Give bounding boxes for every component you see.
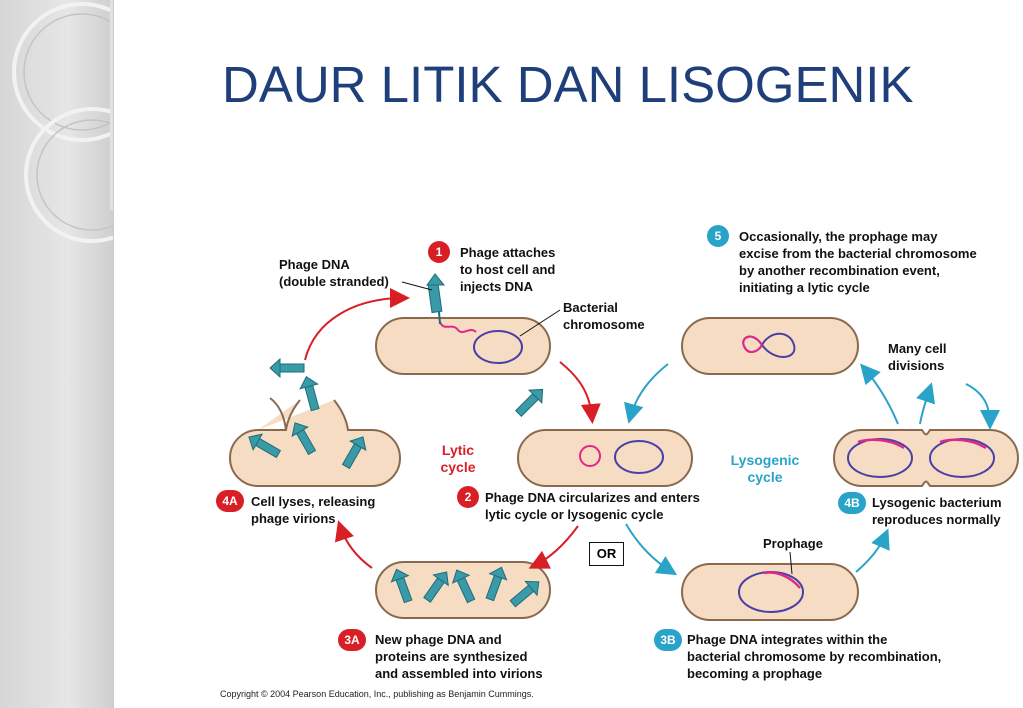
arrow-2-to-3b bbox=[625, 523, 678, 576]
label-lytic-cycle: Lytic cycle bbox=[440, 442, 476, 475]
arrow-4b-to-5 bbox=[860, 363, 899, 425]
arrow-5-to-2 bbox=[624, 363, 669, 424]
cell-step3b bbox=[681, 551, 859, 621]
cell-step4b bbox=[833, 429, 1019, 487]
step-2-text: Phage DNA circularizes and enters lytic … bbox=[485, 490, 700, 522]
copyright-text: Copyright © 2004 Pearson Education, Inc.… bbox=[220, 689, 534, 699]
arrow-divisions-b bbox=[965, 383, 1000, 430]
arrow-3a-to-4a bbox=[334, 520, 373, 569]
label-lysogenic-cycle: Lysogenic cycle bbox=[730, 452, 800, 485]
step-5-badge: 5 bbox=[707, 225, 729, 247]
step-4a-badge: 4A bbox=[216, 490, 244, 512]
arrow-1-to-2 bbox=[559, 361, 601, 424]
arrow-divisions-a bbox=[916, 382, 936, 425]
cell-step3a bbox=[375, 561, 551, 619]
step-3b-badge: 3B bbox=[654, 629, 682, 651]
arrow-2-to-3a bbox=[528, 525, 579, 569]
cell-step5 bbox=[681, 317, 859, 375]
step-5-text: Occasionally, the prophage may excise fr… bbox=[739, 229, 977, 295]
step-3a-badge: 3A bbox=[338, 629, 366, 651]
step-4b-badge: 4B bbox=[838, 492, 866, 514]
step-3b-text: Phage DNA integrates within the bacteria… bbox=[687, 632, 942, 681]
sidebar-highlight bbox=[110, 0, 113, 210]
arrow-4a-to-1 bbox=[304, 288, 410, 361]
cell-step1 bbox=[375, 273, 561, 375]
step-4b-text: Lysogenic bacterium reproduces normally bbox=[872, 495, 1002, 527]
page-title: DAUR LITIK DAN LISOGENIK bbox=[222, 56, 914, 113]
step-1-text: Phage attaches to host cell and injects … bbox=[460, 245, 556, 294]
slide-sidebar bbox=[0, 0, 114, 708]
label-phage-dna: Phage DNA (double stranded) bbox=[279, 257, 389, 289]
label-bacterial-chromosome: Bacterial chromosome bbox=[563, 300, 645, 332]
cell-step2 bbox=[517, 429, 693, 487]
arrow-3b-to-4b bbox=[855, 528, 890, 573]
cell-step4a bbox=[229, 358, 401, 487]
decorative-rings bbox=[12, 2, 113, 243]
step-2-badge: 2 bbox=[457, 486, 479, 508]
label-prophage: Prophage bbox=[763, 536, 823, 551]
label-many-divisions: Many cell divisions bbox=[888, 341, 947, 373]
step-1-badge: 1 bbox=[428, 241, 450, 263]
step-4a-text: Cell lyses, releasing phage virions bbox=[251, 494, 376, 526]
free-phage bbox=[511, 382, 550, 421]
step-3a-text: New phage DNA and proteins are synthesiz… bbox=[375, 632, 543, 681]
or-box: OR bbox=[589, 542, 624, 566]
